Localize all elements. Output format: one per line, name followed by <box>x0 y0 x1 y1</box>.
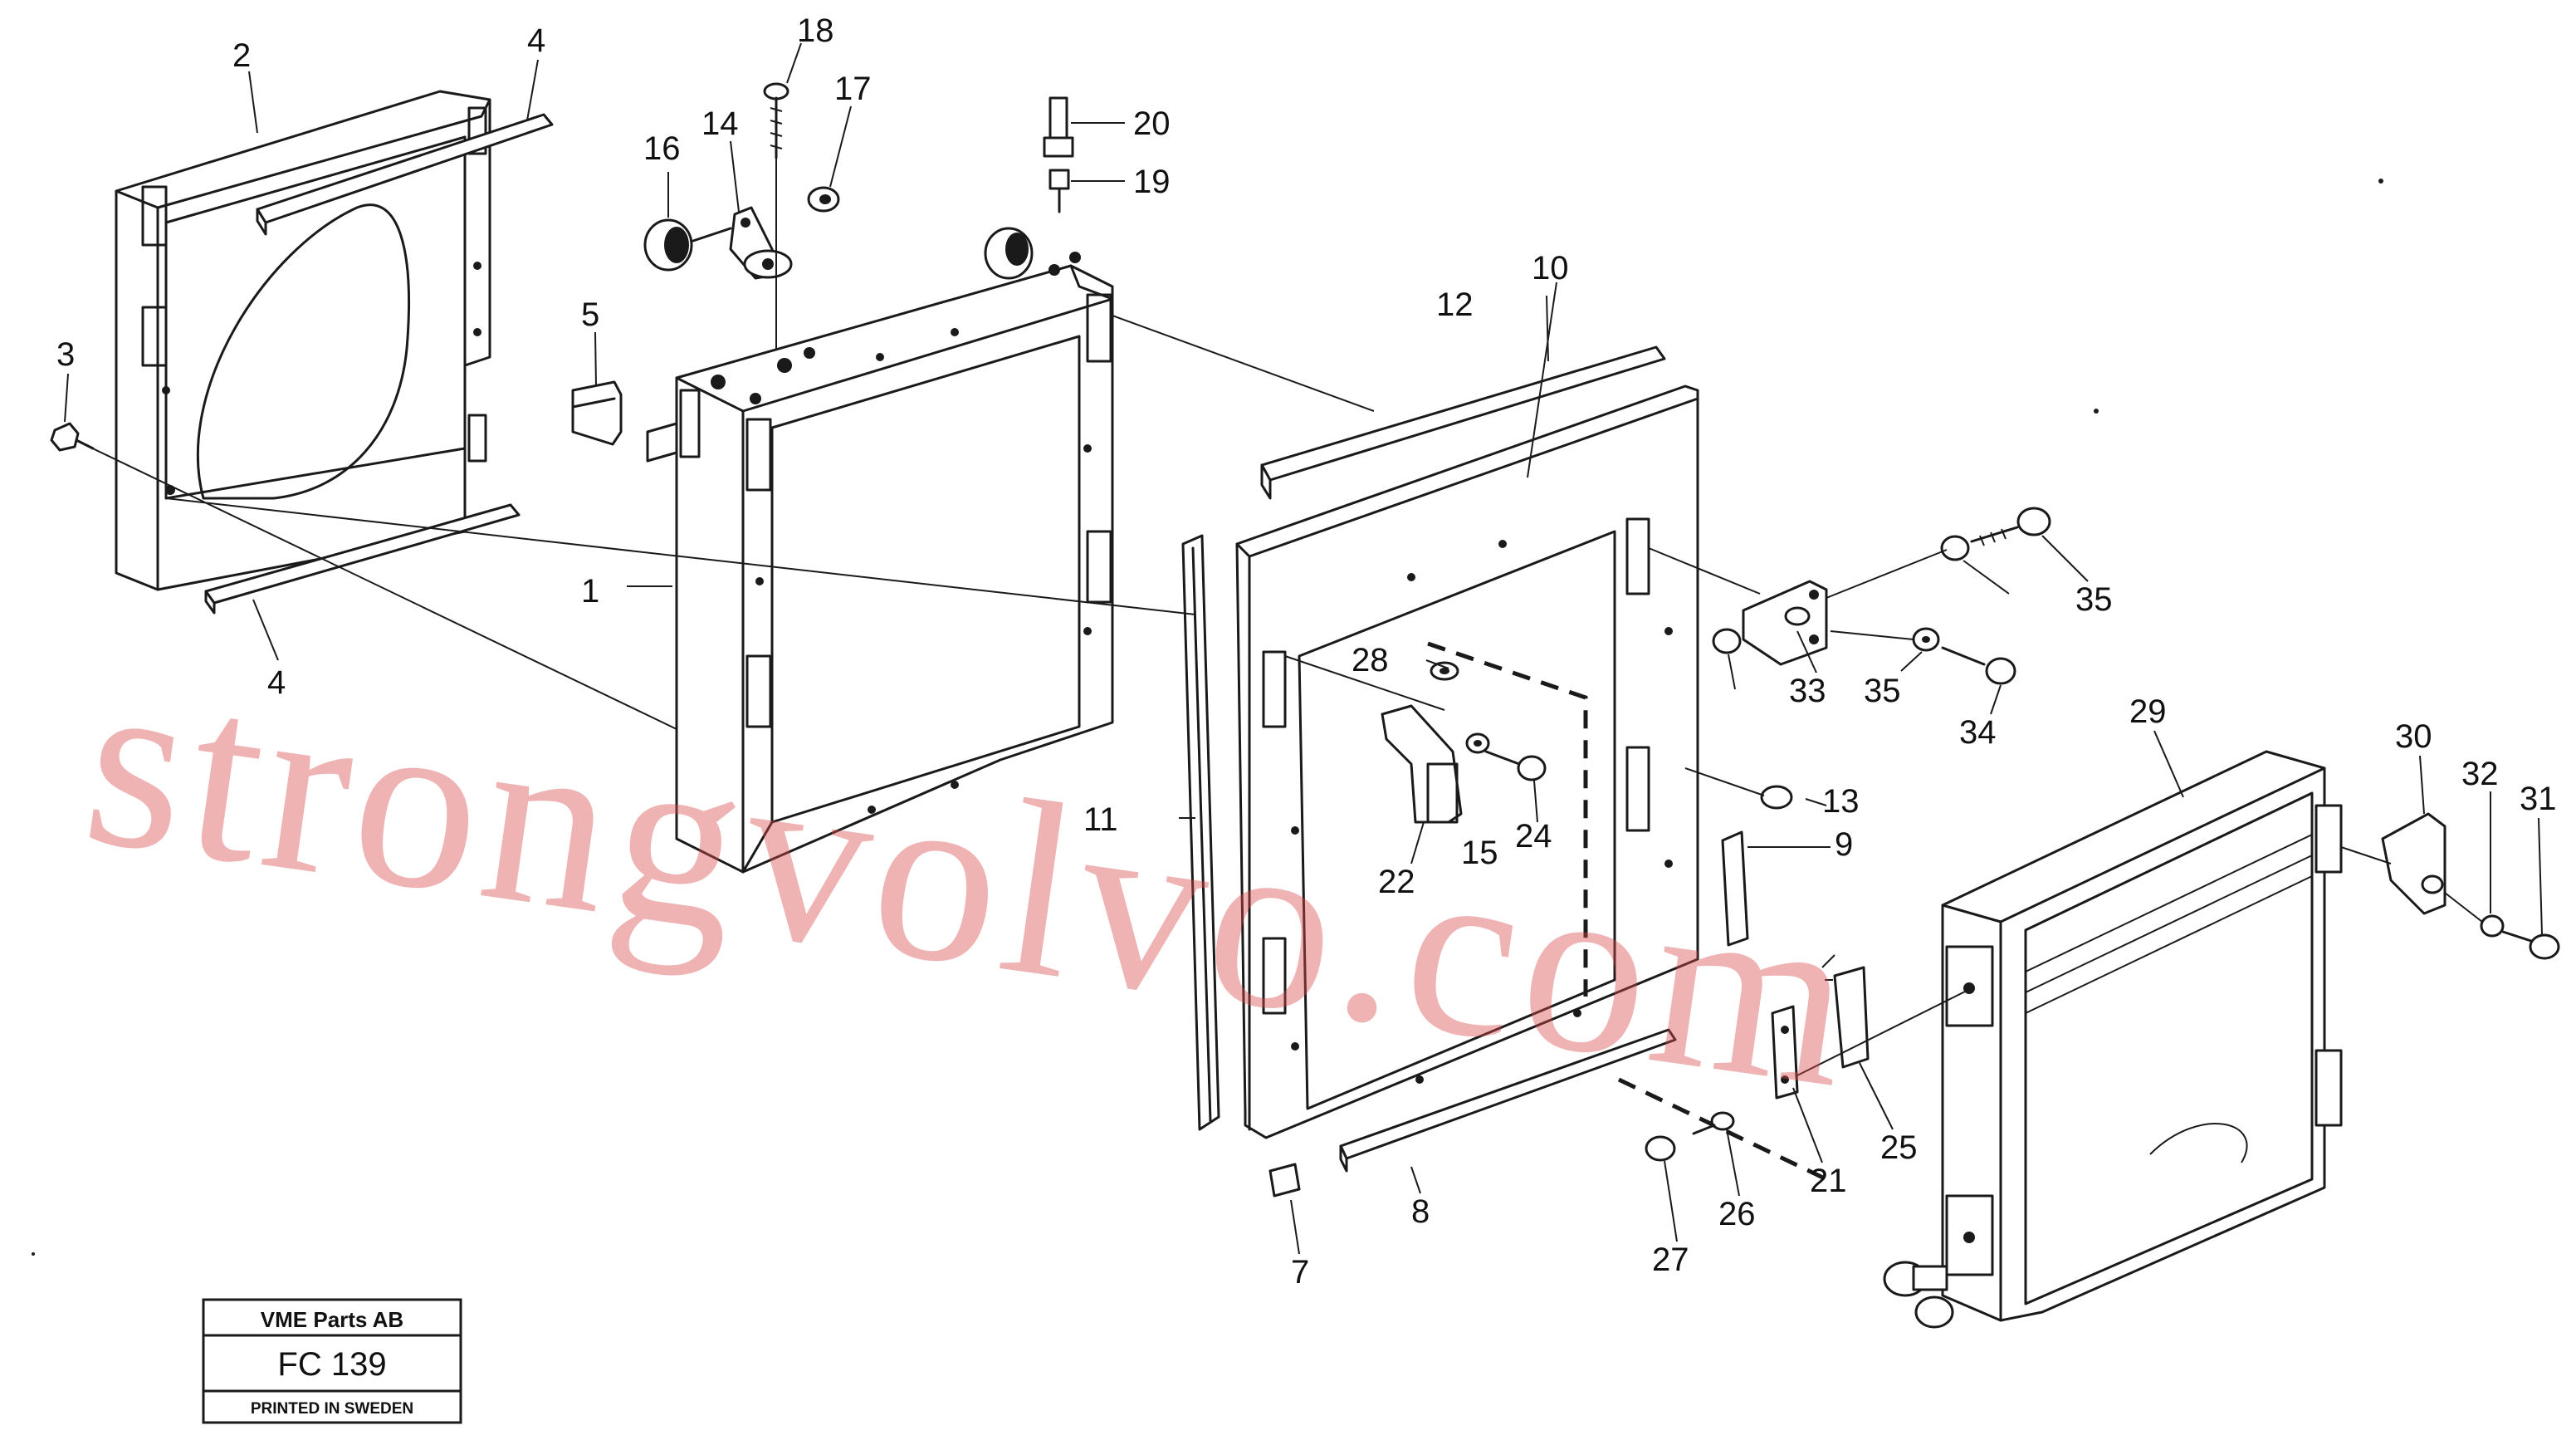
part-washer-35-lower <box>1712 628 1742 654</box>
callout-11: 12 <box>1436 287 1474 323</box>
part-nut-17 <box>1048 169 1070 213</box>
callout-4-top: 4 <box>527 22 545 59</box>
part-oil-cooler <box>1941 750 2343 1322</box>
callout-13-top: 14 <box>701 105 739 142</box>
callout-4-bottom: 4 <box>267 664 286 701</box>
callout-8: 9 <box>1835 826 1853 863</box>
callout-20: 29 <box>2129 693 2167 730</box>
part-washer-35-upper <box>1940 535 1970 561</box>
part-seal-8 <box>1721 830 1749 947</box>
stamp-code: FC 139 <box>277 1346 386 1383</box>
callout-5: 5 <box>581 296 599 333</box>
dashed-assembly-outline <box>1427 641 1828 1182</box>
callout-28: 30 <box>2395 718 2432 755</box>
callout-17: 19 <box>1133 164 1171 200</box>
part-washer-23 <box>1465 732 1490 754</box>
print-dot <box>2378 179 2383 184</box>
callout-3: 3 <box>56 336 75 373</box>
part-bracket-21 <box>1381 704 1463 824</box>
part-bracket-19 <box>1771 1005 1799 1100</box>
part-seal-strip-10 <box>1181 534 1220 1131</box>
part-bracket-31 <box>1742 580 1828 666</box>
callout-14: 16 <box>643 130 681 167</box>
part-bolt-26 <box>1645 1124 1716 1162</box>
part-screw-16 <box>763 82 789 159</box>
callout-34: 35 <box>2075 581 2113 618</box>
stamp-printed: PRINTED IN SWEDEN <box>251 1400 413 1418</box>
part-rubber-mount-top <box>984 227 1034 280</box>
callout-25: 26 <box>1718 1196 1756 1232</box>
callout-32: 34 <box>1959 714 1997 751</box>
part-baffle-plate <box>1235 384 1699 1139</box>
part-bolt-32 <box>1941 646 2016 685</box>
callout-19: 21 <box>1810 1163 1847 1199</box>
part-seal-strip-upper <box>256 113 554 236</box>
callout-18: 20 <box>1133 105 1171 142</box>
callout-22: 24 <box>1515 818 1552 855</box>
callout-9: 10 <box>1532 250 1569 287</box>
part-fan-shroud <box>115 90 491 591</box>
callout-1: 1 <box>581 573 599 610</box>
part-radiator-frame <box>675 252 1114 874</box>
callout-6: 7 <box>1291 1254 1309 1291</box>
callout-12: 13 <box>1822 783 1860 820</box>
part-seal-strip-9 <box>1260 345 1666 500</box>
part-block-6 <box>1268 1163 1301 1198</box>
part-washer-25 <box>1710 1111 1735 1131</box>
part-washer-27 <box>1430 661 1459 681</box>
part-rubber-mount-14 <box>643 218 732 272</box>
callout-labels: 2 4 3 4 1 5 16 14 17 18 20 19 10 12 11 2… <box>56 12 2557 1291</box>
callout-10: 11 <box>1083 801 1118 838</box>
callout-31: 33 <box>1789 673 1826 709</box>
title-stamp: VME Parts AB FC 139 PRINTED IN SWEDEN <box>202 1298 462 1424</box>
part-nut-33 <box>1912 627 1940 652</box>
callout-leaders <box>64 42 2543 1255</box>
print-dot <box>2094 409 2099 414</box>
callout-26: 27 <box>1652 1242 1689 1278</box>
part-cooler-fittings <box>1883 1261 1954 1329</box>
part-bracket-24 <box>1821 954 1870 1069</box>
callout-2: 2 <box>232 37 251 74</box>
part-bracket-28 <box>2381 812 2446 915</box>
callout-29: 31 <box>2520 781 2557 817</box>
assembly-lines <box>78 158 2483 1076</box>
callout-16: 18 <box>797 12 834 49</box>
part-bolt-12 <box>1760 785 1793 810</box>
part-bolt-29 <box>2501 930 2560 960</box>
part-bolt-22 <box>1484 750 1547 781</box>
callout-13-bottom: 15 <box>1461 835 1498 871</box>
part-bracket-13 <box>729 206 793 280</box>
callout-21: 22 <box>1378 864 1415 900</box>
callout-33: 35 <box>1864 673 1901 709</box>
stamp-company: VME Parts AB <box>261 1307 403 1332</box>
part-seal-strip-7 <box>1339 1028 1677 1173</box>
print-dot <box>32 1252 35 1256</box>
callout-15: 17 <box>834 71 872 107</box>
callout-27: 28 <box>1352 642 1389 678</box>
part-bolt-34 <box>1970 507 2051 546</box>
callout-30: 32 <box>2461 756 2499 792</box>
callout-7: 8 <box>1411 1193 1430 1230</box>
part-clip-5 <box>571 380 678 463</box>
part-nut-15 <box>807 186 840 213</box>
callout-24: 25 <box>1880 1129 1918 1166</box>
part-stud-18 <box>1043 96 1074 158</box>
part-washer-30 <box>2480 914 2505 938</box>
